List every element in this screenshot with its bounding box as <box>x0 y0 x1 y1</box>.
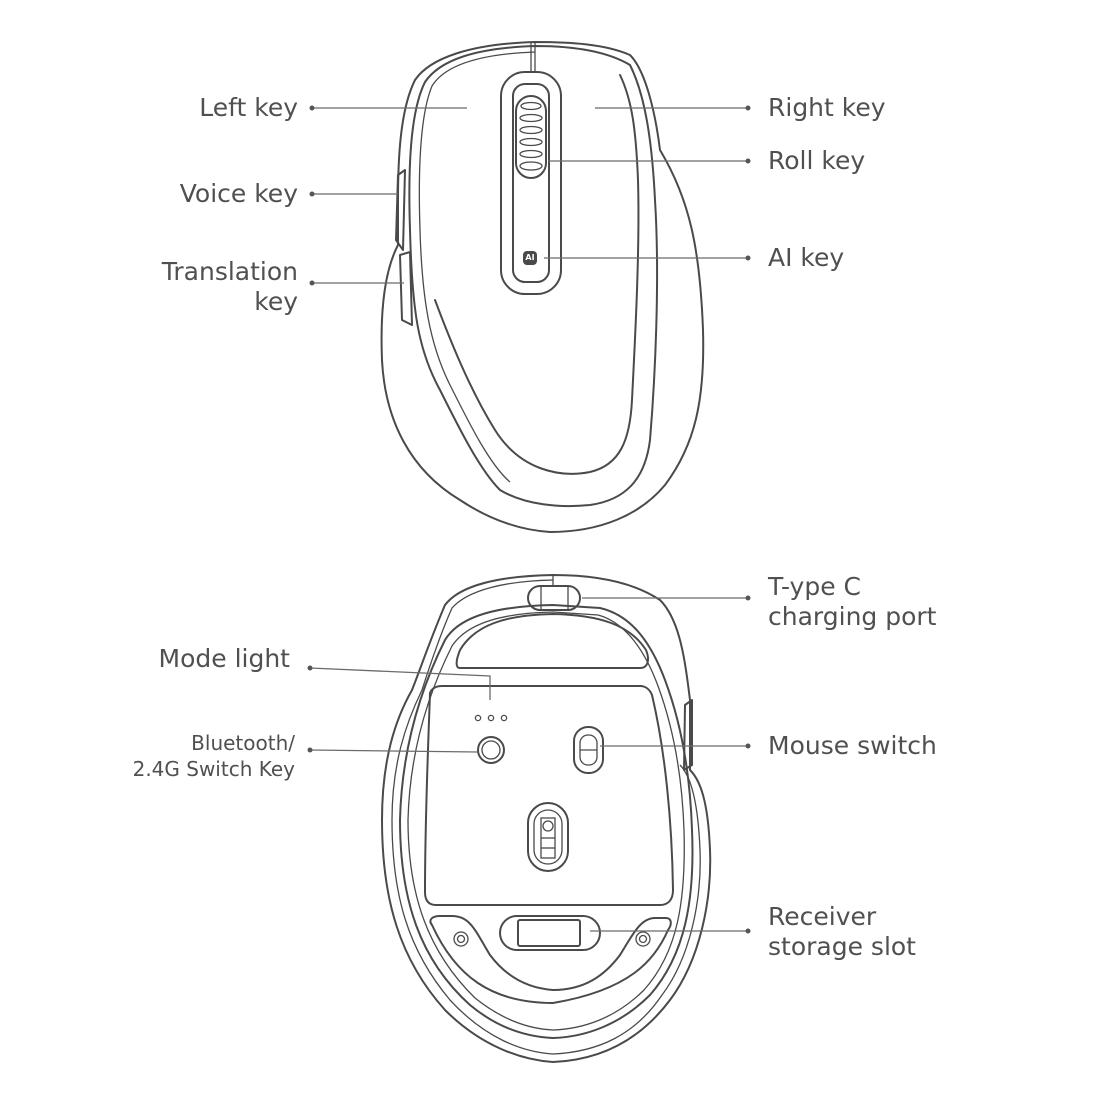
label-right-key: Right key <box>768 93 886 122</box>
label-receiver-slot: Receiver storage slot <box>768 902 916 962</box>
label-switch-key-line1: Bluetooth/ <box>191 731 295 755</box>
mouse-top-view <box>380 41 705 533</box>
label-translation-key-line1: Translation <box>161 257 298 286</box>
ai-key-icon <box>523 251 537 265</box>
label-charging-port-line1: T-ype C <box>768 572 862 601</box>
label-mode-light: Mode light <box>158 644 290 673</box>
label-receiver-slot-line2: storage slot <box>768 932 916 961</box>
label-mouse-switch: Mouse switch <box>768 731 937 760</box>
bottom-view-leaders <box>307 595 751 934</box>
label-translation-key: Translation key <box>162 257 298 317</box>
label-left-key: Left key <box>199 93 298 122</box>
ai-badge-text: AI <box>525 253 535 262</box>
label-charging-port-line2: charging port <box>768 602 937 631</box>
label-receiver-slot-line1: Receiver <box>768 902 877 931</box>
label-charging-port: T-ype C charging port <box>768 572 936 632</box>
mouse-bottom-view <box>381 574 712 1063</box>
label-voice-key: Voice key <box>179 179 298 208</box>
label-ai-key: AI key <box>768 243 845 272</box>
scroll-wheel-ridges <box>519 101 543 171</box>
label-translation-key-line2: key <box>254 287 298 316</box>
label-switch-key-line2: 2.4G Switch Key <box>132 757 295 781</box>
label-roll-key: Roll key <box>768 146 866 175</box>
label-switch-key: Bluetooth/ 2.4G Switch Key <box>133 730 295 782</box>
top-view-leaders <box>309 105 751 286</box>
